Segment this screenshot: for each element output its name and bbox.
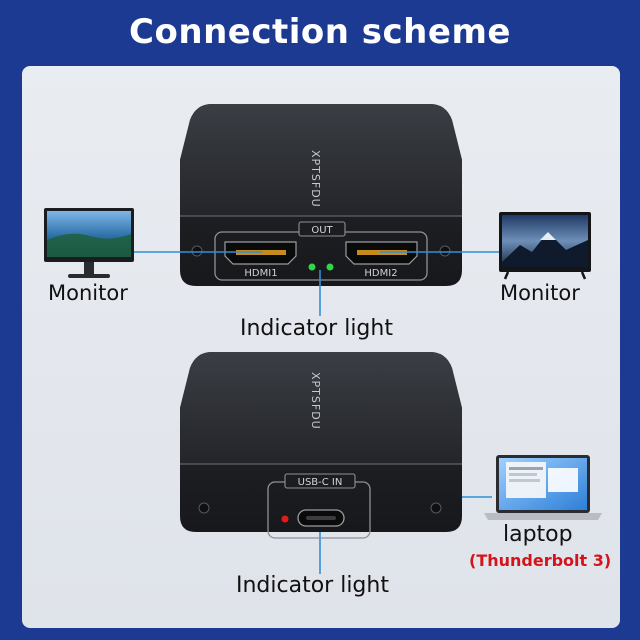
hdmi1-label: HDMI1 <box>244 268 277 279</box>
brand-text: XPTSFDU <box>309 150 322 208</box>
connector-lines <box>134 251 500 574</box>
usb-c-input-device: XPTSFDU USB-C IN <box>180 352 462 539</box>
indicator-light-top-label: Indicator light <box>240 316 393 341</box>
red-led <box>281 515 289 523</box>
thunderbolt-label: (Thunderbolt 3) <box>469 551 612 570</box>
hdmi-splitter-device: XPTSFDU OUT HDMI1 HDMI2 <box>180 104 462 286</box>
brand-text-bottom: XPTSFDU <box>309 372 322 430</box>
hdmi2-label: HDMI2 <box>364 268 397 279</box>
indicator-light-bottom-label: Indicator light <box>236 573 389 598</box>
left-monitor-icon <box>44 208 134 278</box>
laptop-icon <box>484 455 602 520</box>
monitor-right-label: Monitor <box>500 281 580 305</box>
hdmi2-port[interactable] <box>345 241 418 265</box>
monitor-left-label: Monitor <box>48 281 128 305</box>
hdmi1-port[interactable] <box>224 241 297 265</box>
out-label: OUT <box>311 225 333 236</box>
green-led-2 <box>326 263 334 271</box>
usb-c-port[interactable] <box>297 509 345 527</box>
usb-c-in-label: USB-C IN <box>298 477 343 488</box>
green-led-1 <box>308 263 316 271</box>
right-monitor-icon <box>499 212 591 280</box>
laptop-label: laptop <box>503 522 573 547</box>
page-title: Connection scheme <box>129 12 511 52</box>
